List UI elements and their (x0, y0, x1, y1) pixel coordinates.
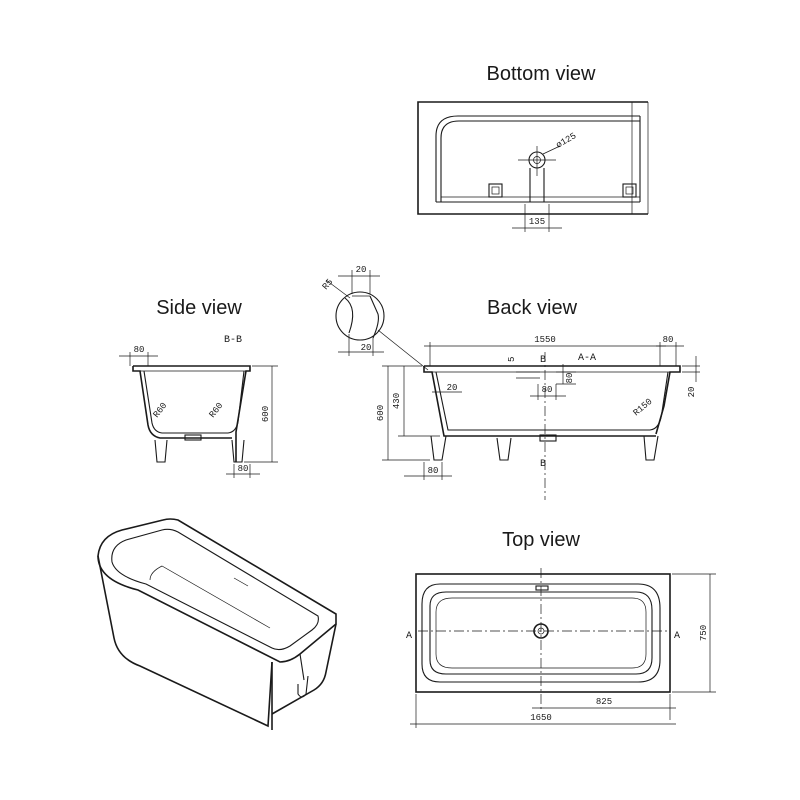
side-view-title: Side view (156, 297, 242, 319)
side-height-label: 600 (261, 406, 271, 422)
rim-detail: 20 R5 20 (321, 265, 429, 371)
drain-diameter-label: ø125 (555, 131, 579, 150)
top-view: Top view A A 750 825 1650 (406, 529, 716, 728)
back-right-thickness-label: 20 (687, 387, 697, 398)
back-right-rim-label: 80 (663, 335, 674, 345)
isometric-view (97, 518, 337, 730)
back-bottom-width-label: 80 (428, 466, 439, 476)
top-width-label: 750 (699, 625, 709, 641)
top-length-label: 1650 (530, 713, 552, 723)
top-view-title: Top view (502, 529, 580, 551)
side-radius-right-label: R60 (207, 401, 225, 420)
back-view: Back view 1550 80 B B A-A 5 80 (376, 297, 700, 500)
back-view-title: Back view (487, 297, 578, 319)
side-radius-left-label: R60 (151, 401, 169, 420)
back-drain-height-label: 80 (565, 373, 575, 384)
back-length-label: 1550 (534, 335, 556, 345)
back-b-bottom-marker: B (540, 459, 546, 470)
bottom-view-title: Bottom view (487, 63, 596, 85)
top-a-left-marker: A (406, 631, 412, 642)
bottom-view: Bottom view ø125 135 (417, 63, 649, 232)
back-drain-width-label: 80 (542, 385, 553, 395)
side-view: Side view B-B 80 R60 R60 600 80 (119, 297, 278, 478)
back-drain-depth-label: 5 (507, 357, 517, 362)
back-total-height-label: 600 (376, 405, 386, 421)
back-right-radius-label: R150 (632, 397, 655, 419)
drain-offset-label: 135 (529, 217, 545, 227)
detail-bottom-width-label: 20 (361, 343, 372, 353)
top-center-offset-label: 825 (596, 697, 612, 707)
side-section-label: B-B (224, 335, 242, 346)
top-a-right-marker: A (674, 631, 680, 642)
side-top-rim-label: 80 (134, 345, 145, 355)
back-inner-height-label: 430 (392, 393, 402, 409)
detail-radius-label: R5 (321, 277, 336, 292)
back-b-top-marker: B (540, 355, 546, 366)
detail-top-width-label: 20 (356, 265, 367, 275)
side-bottom-width-label: 80 (238, 464, 249, 474)
back-wall-offset-label: 20 (447, 383, 458, 393)
back-section-label: A-A (578, 353, 596, 364)
